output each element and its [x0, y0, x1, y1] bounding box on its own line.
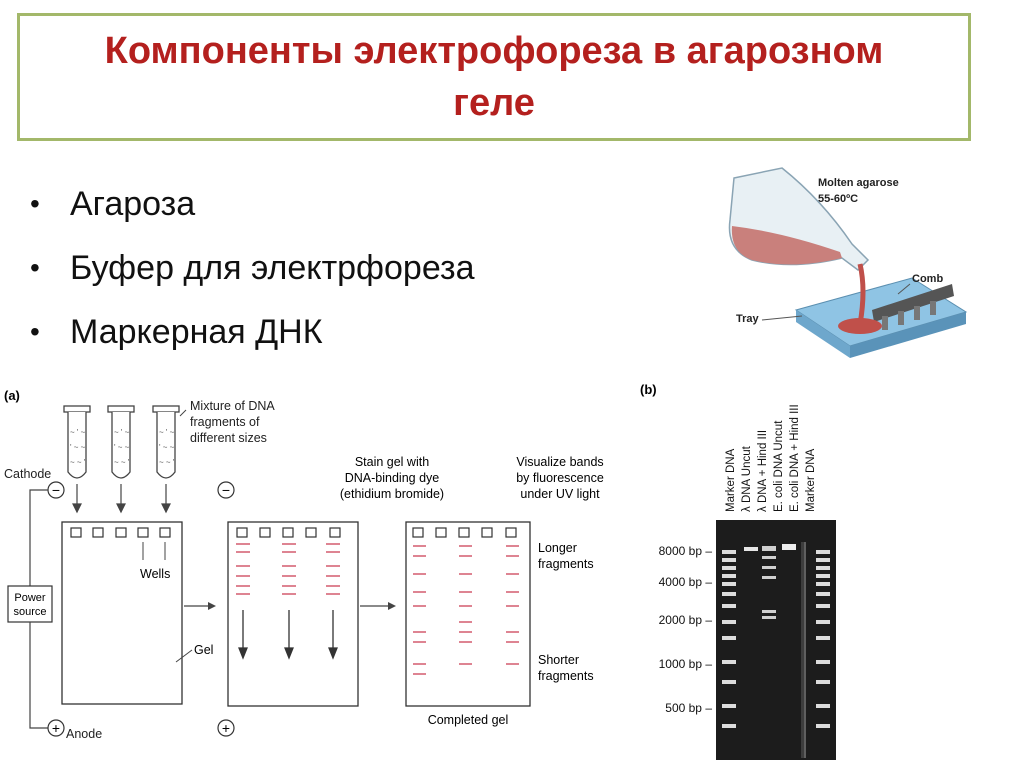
- svg-text:~ ' ~: ~ ' ~: [114, 428, 130, 437]
- gel-tray-front: [796, 310, 850, 358]
- cathode-label: Cathode: [4, 467, 51, 481]
- molten-agarose-label: Molten agarose: [818, 177, 899, 189]
- size-label: 8000 bp –: [659, 544, 713, 558]
- panel-b-label: (b): [640, 382, 657, 397]
- wells-3: [412, 527, 517, 538]
- power-source-label-1: Power: [14, 592, 46, 604]
- bullet-item: • Маркерная ДНК: [30, 300, 475, 364]
- migrating-bands: [236, 543, 340, 595]
- tray-label: Tray: [736, 313, 760, 325]
- molten-agarose: [731, 226, 842, 265]
- slide-title: Компоненты электрофореза в агарозном гел…: [105, 25, 884, 129]
- marker-lane-2: [806, 520, 836, 760]
- svg-text:~ ' ~: ~ ' ~: [159, 428, 175, 437]
- svg-text:+: +: [222, 720, 230, 736]
- mixture-label-3: different sizes: [190, 431, 267, 445]
- svg-text:~ ~ ': ~ ~ ': [114, 458, 130, 467]
- agarose-stream: [857, 263, 866, 325]
- size-label: 1000 bp –: [659, 657, 713, 671]
- panel-a-label: (a): [4, 388, 20, 403]
- gel-label: Gel: [194, 643, 213, 657]
- lane-label: E. coli DNA + Hind III: [789, 404, 801, 512]
- stain-label-2: DNA-binding dye: [345, 471, 440, 485]
- electrophoresis-diagram: (a) ~ ' ~ ' ~ ~ ~ ~ ' ~ ' ~ ' ~ ~ ~ ~ ' ~ ' …: [4, 388, 604, 741]
- test-tube-icon: [152, 405, 180, 479]
- size-label: 4000 bp –: [659, 575, 713, 589]
- lane-label: Marker DNA: [805, 448, 817, 512]
- completed-gel-label: Completed gel: [428, 713, 509, 727]
- title-line-2: геле: [453, 82, 535, 124]
- bullet-item: • Агароза: [30, 172, 475, 236]
- anode-label: Anode: [66, 727, 102, 741]
- lane-label: λ DNA Uncut: [741, 445, 753, 512]
- mixture-label-1: Mixture of DNA: [190, 399, 275, 413]
- agarose-pouring-figure: Molten agarose 55-60ºC Comb Tray: [728, 167, 968, 358]
- visualize-label-3: under UV light: [520, 487, 600, 501]
- wells-2: [236, 527, 341, 538]
- gel-slab-2: [227, 521, 359, 707]
- marker-lane-2-bands: [816, 550, 830, 728]
- mixture-label-2: fragments of: [190, 415, 260, 429]
- bullet-text: Агароза: [70, 185, 196, 223]
- stain-label-3: (ethidium bromide): [340, 487, 444, 501]
- svg-text:' ~ ~: ' ~ ~: [114, 443, 130, 452]
- wells-label: Wells: [140, 567, 170, 581]
- test-tube-icon: [107, 405, 135, 479]
- lane-label: λ DNA + Hind III: [757, 430, 769, 512]
- completed-gel: [405, 521, 531, 707]
- title-line-1: Компоненты электрофореза в агарозном: [104, 30, 884, 72]
- power-source-box: [7, 585, 53, 623]
- lambda-uncut-band: [744, 547, 758, 551]
- bullet-text: Буфер для электрфореза: [70, 249, 475, 287]
- cathode-terminal: −: [47, 481, 65, 499]
- shorter-label-2: fragments: [538, 669, 594, 683]
- svg-text:~ ' ~: ~ ' ~: [70, 428, 86, 437]
- longer-label-2: fragments: [538, 557, 594, 571]
- gel-cathode-terminal-2: −: [217, 481, 235, 499]
- comb: [872, 284, 954, 322]
- ecoli-uncut-band: [782, 544, 796, 550]
- test-tube-icon: [63, 405, 91, 479]
- agarose-pool: [838, 318, 882, 334]
- bullet-list: • Агароза • Буфер для электрфореза • Маркер…: [30, 172, 475, 364]
- shorter-label-1: Shorter: [538, 653, 579, 667]
- bullet-item: • Буфер для электрфореза: [30, 236, 475, 300]
- bullet-dot-icon: •: [30, 252, 40, 283]
- bullet-dot-icon: •: [30, 316, 40, 347]
- bullet-text: Маркерная ДНК: [70, 313, 323, 351]
- lambda-hind-bands: [762, 546, 776, 619]
- title-box: Компоненты электрофореза в агарозном гел…: [17, 13, 971, 141]
- separated-bands: [413, 545, 519, 675]
- svg-text:~ ~ ': ~ ~ ': [159, 458, 175, 467]
- test-tubes: [63, 405, 180, 479]
- wells-1: [70, 527, 171, 538]
- bullet-dot-icon: •: [30, 188, 40, 219]
- lane-label: Marker DNA: [725, 448, 737, 512]
- migration-arrows: [238, 610, 338, 660]
- marker-lane-bands: [722, 550, 736, 728]
- gel-tray-side: [850, 312, 966, 358]
- lane-label: E. coli DNA Uncut: [773, 420, 785, 512]
- molten-temp-label: 55-60ºC: [818, 193, 858, 205]
- gel-anode-terminal-2: +: [217, 719, 235, 737]
- size-label: 500 bp –: [665, 701, 712, 715]
- power-source-label-2: source: [13, 606, 46, 618]
- comb-label: Comb: [912, 273, 943, 285]
- svg-text:' ~ ~: ' ~ ~: [70, 443, 86, 452]
- svg-text:+: +: [52, 720, 60, 736]
- gel-photo-panel: (b) Marker DNA λ DNA Uncut λ DNA + Hind …: [640, 382, 820, 760]
- svg-text:−: −: [52, 482, 60, 498]
- visualize-label-1: Visualize bands: [516, 455, 603, 469]
- longer-label-1: Longer: [538, 541, 577, 555]
- gel-slab-1: [61, 521, 183, 705]
- svg-text:−: −: [222, 482, 230, 498]
- visualize-label-2: by fluorescence: [516, 471, 604, 485]
- svg-text:' ~ ~: ' ~ ~: [159, 443, 175, 452]
- size-label: 2000 bp –: [659, 613, 713, 627]
- svg-text:~ ~ ': ~ ~ ': [70, 458, 86, 467]
- dna-fragments: ~ ' ~ ' ~ ~ ~ ~ ' ~ ' ~ ' ~ ~ ~ ~ ' ~ ' ~ ' ~…: [70, 428, 175, 467]
- stain-label-1: Stain gel with: [355, 455, 429, 469]
- anode-terminal: +: [47, 719, 65, 737]
